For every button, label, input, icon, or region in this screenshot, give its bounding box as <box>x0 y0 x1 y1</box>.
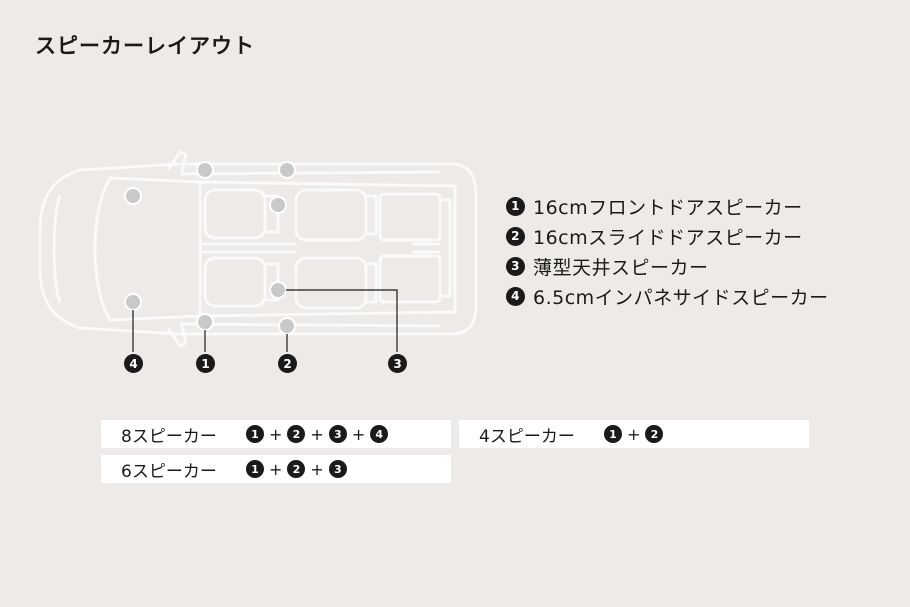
plus-sign: + <box>310 424 324 444</box>
plus-sign: + <box>310 459 324 479</box>
config-8-speakers: 8スピーカー 1 + 2 + 3 + 4 <box>101 420 451 448</box>
combo-num: 1 <box>246 460 264 478</box>
legend-text: 16cmスライドドアスピーカー <box>533 226 803 249</box>
plus-sign: + <box>351 424 366 444</box>
combo-num: 3 <box>328 425 347 443</box>
plus-sign: + <box>627 424 641 444</box>
combo-num: 2 <box>287 460 306 478</box>
legend-item: 1 16cmフロントドアスピーカー <box>506 192 829 220</box>
legend-num: 1 <box>506 196 525 216</box>
combo-num: 2 <box>287 425 306 443</box>
config-label: 6スピーカー <box>121 461 217 482</box>
legend-text: 薄型天井スピーカー <box>533 256 709 279</box>
combo-num: 1 <box>246 425 264 443</box>
legend-text: 16cmフロントドアスピーカー <box>533 196 803 219</box>
plus-sign: + <box>269 459 283 479</box>
config-6-speakers: 6スピーカー 1 + 2 + 3 <box>101 455 451 483</box>
legend-item: 4 6.5cmインパネサイドスピーカー <box>506 282 829 310</box>
callout-3: 3 <box>388 354 407 373</box>
callout-2: 2 <box>278 354 297 373</box>
config-combo: 1 + 2 <box>604 424 664 444</box>
config-label: 8スピーカー <box>121 426 217 447</box>
config-combo: 1 + 2 + 3 <box>246 460 347 479</box>
speaker-legend: 1 16cmフロントドアスピーカー 2 16cmスライドドアスピーカー 3 薄型… <box>506 192 829 312</box>
combo-num: 2 <box>645 425 664 443</box>
combo-num: 1 <box>604 425 622 443</box>
page-title: スピーカーレイアウト <box>35 34 255 58</box>
legend-num: 3 <box>506 256 525 276</box>
callout-1: 1 <box>196 354 215 373</box>
combo-num: 3 <box>328 460 347 478</box>
combo-num: 4 <box>370 425 389 443</box>
legend-text: 6.5cmインパネサイドスピーカー <box>533 286 829 309</box>
config-4-speakers: 4スピーカー 1 + 2 <box>459 420 809 448</box>
legend-item: 2 16cmスライドドアスピーカー <box>506 222 829 250</box>
legend-num: 2 <box>506 226 525 246</box>
legend-num: 4 <box>506 286 525 306</box>
legend-item: 3 薄型天井スピーカー <box>506 252 829 280</box>
callout-4: 4 <box>124 354 143 373</box>
config-combo: 1 + 2 + 3 + 4 <box>246 424 389 444</box>
plus-sign: + <box>269 424 283 444</box>
config-label: 4スピーカー <box>479 426 575 447</box>
